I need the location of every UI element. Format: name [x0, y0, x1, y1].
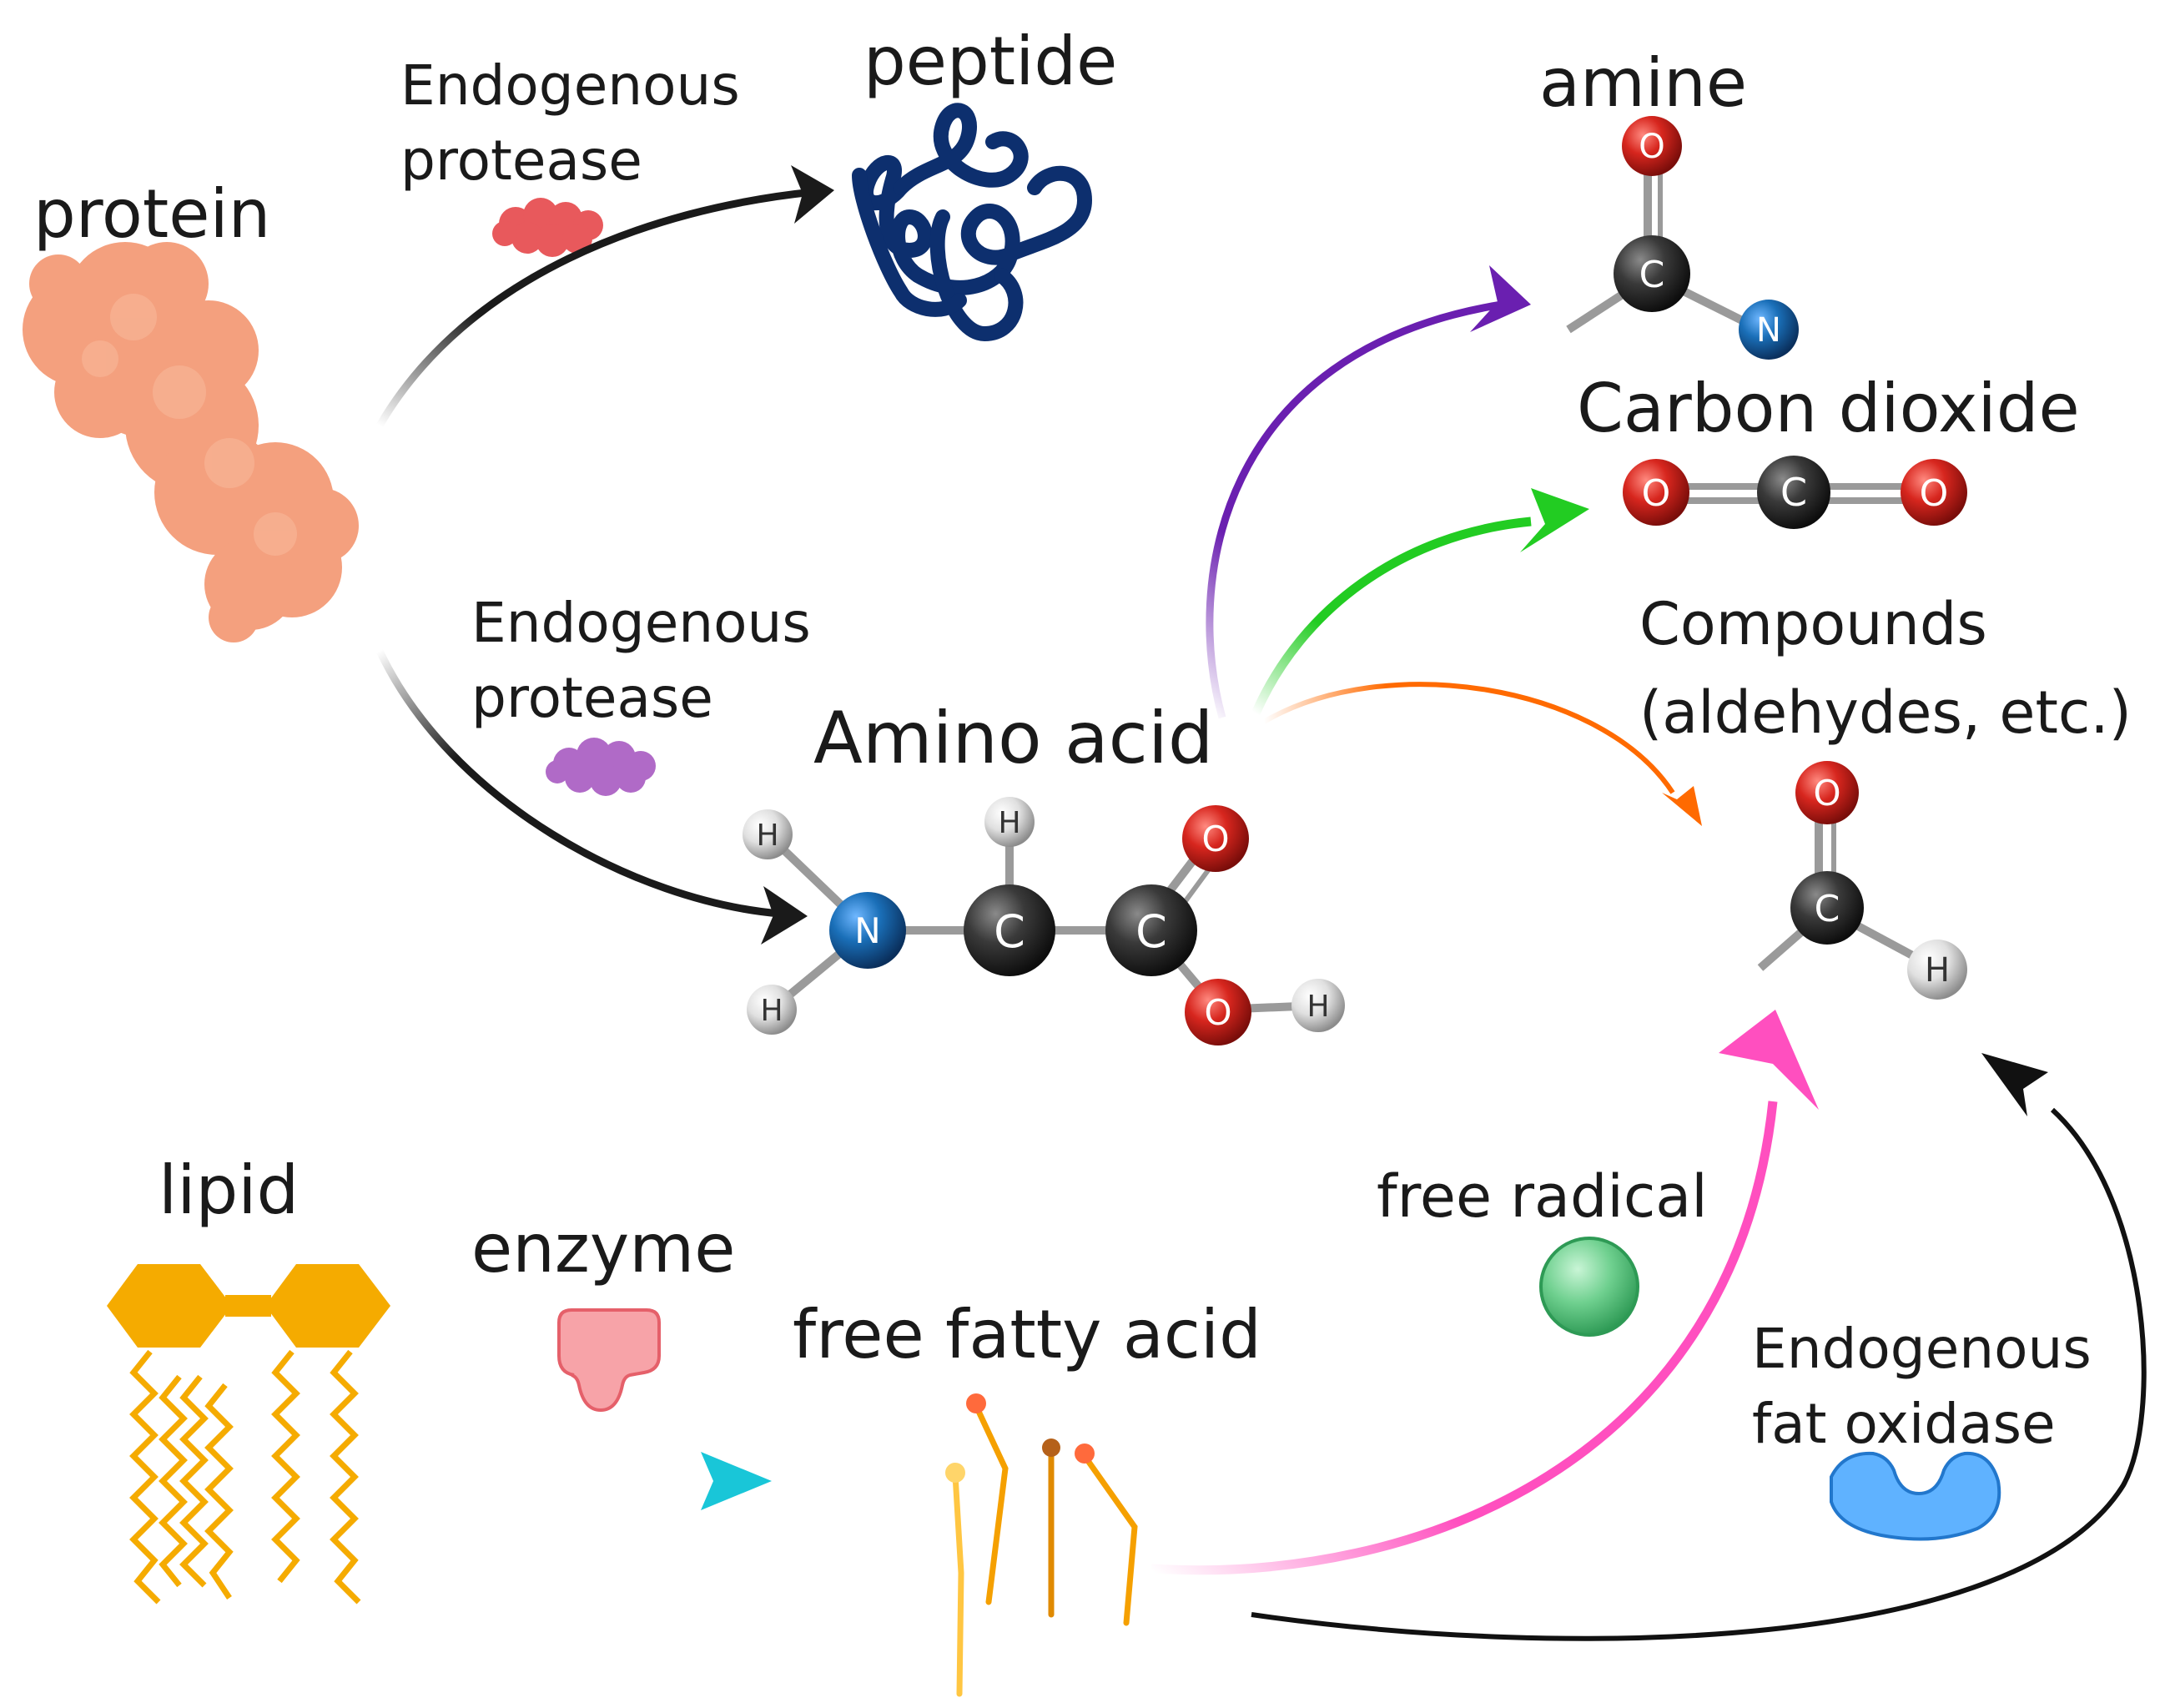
amino-carbon2-symbol: C: [1135, 905, 1167, 958]
arrow-head-fatty-acid: [701, 1452, 772, 1510]
peptide-illustration: [852, 103, 1092, 341]
compounds-label-line1: Compounds: [1639, 590, 1987, 658]
amine-carbon-symbol: C: [1639, 254, 1665, 296]
amino-oxygen2-symbol: O: [1204, 992, 1231, 1033]
enzyme-label: enzyme: [471, 1210, 736, 1287]
arrow-head-compounds: [1662, 786, 1702, 826]
protease-mid-label-line2: protease: [471, 666, 713, 730]
carbon-dioxide-molecule: [1623, 456, 1967, 529]
arrow-protein-to-amino-acid: [375, 649, 781, 918]
protease-mid-label-line1: Endogenous: [471, 591, 811, 655]
amine-label: amine: [1539, 44, 1748, 122]
aldehyde-hydrogen-symbol: H: [1925, 951, 1950, 990]
protease-top-label-line1: Endogenous: [400, 53, 740, 118]
fat-oxidase-icon: [1830, 1451, 2001, 1541]
compounds-label-line2: (aldehydes, etc.): [1639, 678, 2132, 747]
amino-acid-label: Amino acid: [813, 697, 1214, 780]
free-radical-icon: [1539, 1237, 1639, 1337]
protein-illustration: [23, 242, 359, 642]
arrow-head-amino-acid: [761, 886, 808, 945]
amino-h2-symbol: H: [760, 994, 783, 1028]
amine-oxygen-symbol: O: [1639, 128, 1664, 166]
amino-h1-symbol: H: [756, 819, 778, 853]
amino-h4-symbol: H: [1307, 990, 1329, 1024]
arrow-to-amine: [1206, 300, 1503, 719]
protease-enzyme-mid: [546, 738, 656, 796]
free-fatty-acid-label: free fatty acid: [793, 1296, 1261, 1373]
arrow-head-carbon-dioxide: [1520, 488, 1589, 552]
amino-acid-molecule: [743, 797, 1345, 1045]
fat-oxidase-label-line1: Endogenous: [1752, 1317, 2092, 1381]
amine-molecule: [1566, 116, 1799, 360]
arrow-head-amine: [1470, 265, 1531, 332]
amine-nitrogen-symbol: N: [1756, 311, 1781, 350]
arrow-head-peptide: [791, 165, 834, 224]
amino-oxygen1-symbol: O: [1201, 819, 1229, 859]
arrow-head-pink: [1719, 1010, 1819, 1110]
protein-label: protein: [33, 175, 271, 253]
peptide-label: peptide: [863, 23, 1118, 100]
arrow-head-black: [1981, 1053, 2048, 1116]
aldehyde-carbon-symbol: C: [1815, 888, 1840, 930]
aldehyde-oxygen-symbol: O: [1813, 773, 1840, 814]
co2-oxygen-right-symbol: O: [1920, 472, 1949, 515]
co2-carbon-symbol: C: [1780, 470, 1807, 515]
co2-oxygen-left-symbol: O: [1642, 472, 1671, 515]
free-fatty-acid-illustration: [945, 1393, 1138, 1697]
arrow-fatty-acid-to-compounds-oxidase: [1251, 1107, 2147, 1641]
fat-oxidase-label-line2: fat oxidase: [1752, 1392, 2056, 1456]
carbon-dioxide-label: Carbon dioxide: [1577, 370, 2080, 447]
aldehyde-molecule: [1757, 761, 1967, 1000]
lipid-label: lipid: [159, 1151, 300, 1229]
protease-top-label-line2: protease: [400, 128, 642, 193]
arrow-to-carbon-dioxide: [1251, 516, 1532, 716]
arrow-fatty-acid-to-compounds-radical: [1150, 1101, 1778, 1575]
amino-carbon1-symbol: C: [994, 905, 1025, 958]
arrow-protein-to-peptide: [376, 188, 814, 428]
protease-enzyme-top: [492, 198, 603, 257]
amino-nitrogen-symbol: N: [854, 910, 880, 951]
amino-h3-symbol: H: [998, 806, 1020, 840]
lipid-illustration: [107, 1264, 390, 1605]
enzyme-icon: [557, 1308, 661, 1413]
free-radical-label: free radical: [1377, 1162, 1708, 1231]
arrow-to-compounds: [1262, 682, 1675, 794]
